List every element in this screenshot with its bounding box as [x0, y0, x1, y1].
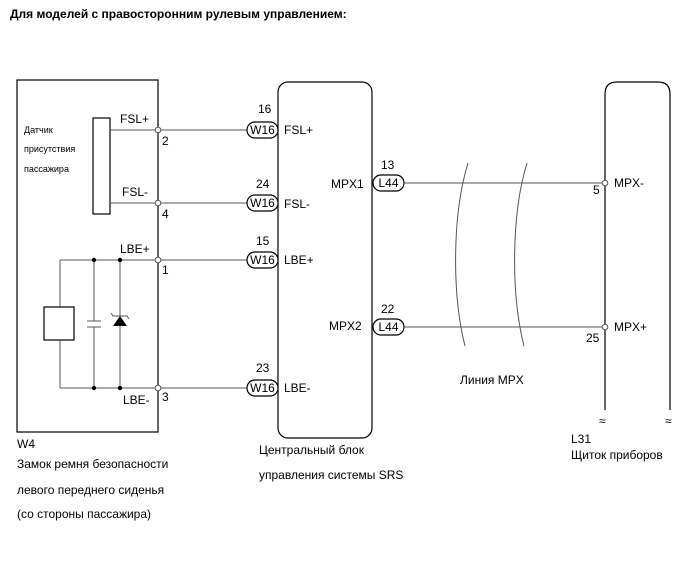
srs-name-line-2: управления системы SRS — [259, 468, 403, 482]
connector-node-2 — [154, 126, 162, 134]
connector-w16-lbe-plus — [246, 251, 279, 269]
srs-name-line-1: Центральный блок — [259, 443, 365, 457]
seatbelt-pin-1: 1 — [162, 263, 169, 277]
sensor-label-line-3: пассажира — [24, 164, 69, 174]
seatbelt-pin-label-lbe-plus: LBE+ — [120, 242, 150, 256]
srs-pin-16: 16 — [258, 102, 272, 116]
srs-pin-22: 22 — [381, 302, 395, 316]
mpx-line-label: Линия MPX — [460, 373, 524, 387]
connector-w16-fsl-minus — [246, 194, 279, 212]
seatbelt-buckle-component: Датчик присутствия пассажира FSL+ 2 FSL-… — [16, 79, 169, 521]
srs-label-fsl-plus: FSL+ — [284, 123, 313, 137]
seatbelt-pin-label-fsl-plus: FSL+ — [120, 112, 149, 126]
srs-label-lbe-minus: LBE- — [284, 381, 311, 395]
seatbelt-pin-2: 2 — [162, 134, 169, 148]
connector-w16-fsl-plus — [246, 121, 279, 139]
meter-break-mark-right: ≈ — [665, 414, 672, 428]
mpx-line: Линия MPX — [404, 162, 605, 387]
meter-pin-5: 5 — [593, 183, 600, 197]
srs-label-lbe-plus: LBE+ — [284, 253, 314, 267]
srs-pin-13: 13 — [381, 158, 395, 172]
seatbelt-buckle-box — [16, 79, 159, 433]
meter-component: ≈ ≈ MPX- 5 MPX+ 25 L31 Щиток приборов — [571, 81, 672, 462]
wire-break-symbol-left — [455, 162, 469, 347]
connector-node-1 — [154, 256, 162, 264]
seatbelt-name-line-2: левого переднего сиденья — [17, 483, 164, 497]
seatbelt-code: W4 — [17, 437, 35, 451]
meter-node-5 — [601, 179, 609, 187]
srs-pin-15: 15 — [256, 234, 270, 248]
srs-label-fsl-minus: FSL- — [284, 197, 310, 211]
meter-box — [604, 81, 671, 410]
connector-node-4 — [154, 199, 162, 207]
srs-label-mpx2: MPX2 — [329, 319, 362, 333]
meter-label-mpx-plus: MPX+ — [614, 320, 647, 334]
connector-w16-label: W16 — [250, 196, 275, 210]
srs-label-mpx1: MPX1 — [331, 177, 364, 191]
seatbelt-name-line-1: Замок ремня безопасности — [17, 457, 168, 471]
meter-pin-25: 25 — [586, 331, 600, 345]
meter-name: Щиток приборов — [571, 448, 663, 462]
seatbelt-pin-label-lbe-minus: LBE- — [123, 393, 150, 407]
connector-l44-label: L44 — [378, 320, 398, 334]
connector-w16-lbe-minus — [246, 379, 279, 397]
meter-label-mpx-minus: MPX- — [614, 176, 644, 190]
wire-break-symbol-right — [514, 162, 528, 347]
wires-seatbelt-to-srs — [154, 126, 247, 392]
occupant-sensor — [92, 117, 111, 215]
srs-unit-component: W16 W16 W16 W16 16 24 15 23 FSL+ FSL- LB… — [246, 81, 405, 482]
sensor-label-line-2: присутствия — [24, 144, 75, 154]
connector-node-3 — [154, 384, 162, 392]
sensor-label-line-1: Датчик — [24, 125, 53, 135]
seatbelt-pin-4: 4 — [162, 207, 169, 221]
meter-node-25 — [601, 323, 609, 331]
meter-code: L31 — [571, 432, 591, 446]
diagram-title: Для моделей с правосторонним рулевым упр… — [10, 7, 347, 21]
zener-diode — [113, 316, 127, 326]
srs-pin-23: 23 — [256, 361, 270, 375]
seatbelt-name-line-3: (со стороны пассажира) — [17, 507, 151, 521]
connector-w16-label: W16 — [250, 381, 275, 395]
srs-pin-24: 24 — [256, 177, 270, 191]
seatbelt-pin-3: 3 — [162, 390, 169, 404]
connector-l44-label: L44 — [378, 176, 398, 190]
seatbelt-pin-label-fsl-minus: FSL- — [122, 185, 148, 199]
meter-break-mark-left: ≈ — [599, 414, 606, 428]
switch-element — [43, 306, 75, 341]
connector-w16-label: W16 — [250, 253, 275, 267]
connector-w16-label: W16 — [250, 123, 275, 137]
